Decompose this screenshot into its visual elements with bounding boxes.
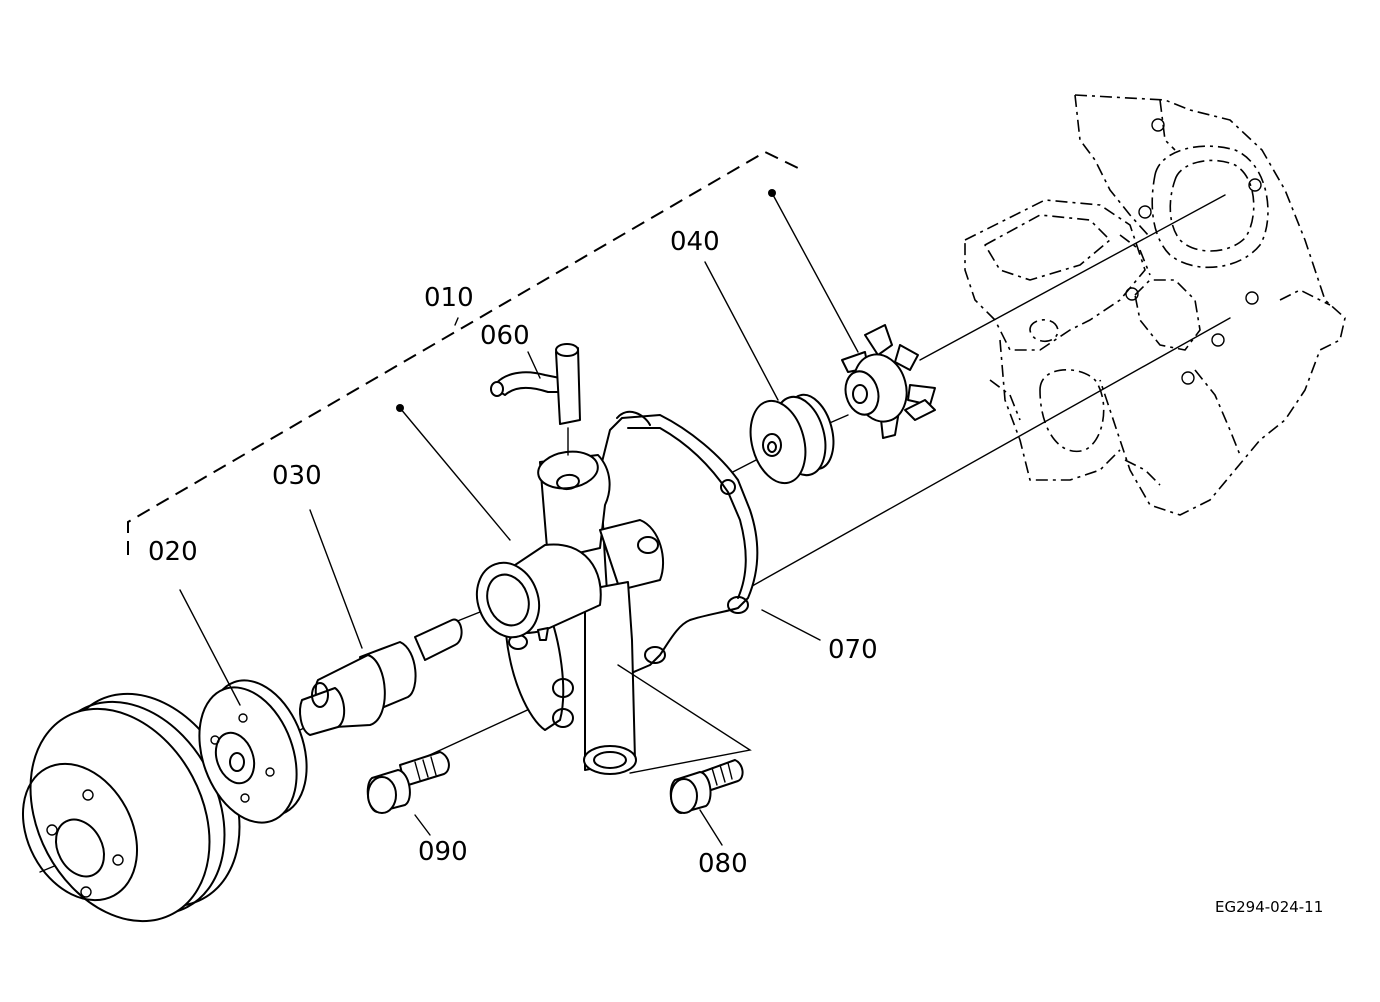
flange: [198, 679, 308, 824]
callout-030: 030: [272, 461, 322, 491]
bolt-080: [669, 759, 744, 814]
water-pump-body: [475, 410, 759, 775]
callout-080: 080: [698, 849, 748, 879]
callout-090: 090: [418, 837, 468, 867]
engine-block-outline: [964, 94, 1346, 516]
bypass-pipe: [490, 343, 581, 456]
impeller: [841, 324, 936, 439]
pulley: [21, 692, 241, 923]
shaft-bearing: [299, 618, 463, 736]
callout-070: 070: [828, 635, 878, 665]
drawing-code: EG294-024-11: [1215, 898, 1323, 916]
callout-040: 040: [670, 227, 720, 257]
mechanical-seal: [749, 393, 835, 485]
assembly-bracket-010: [127, 150, 799, 555]
callout-060: 060: [480, 321, 530, 351]
bolt-090: [366, 751, 450, 814]
callout-020: 020: [148, 537, 198, 567]
callout-labels: 010 020 030 040 060 070 080 090: [148, 227, 878, 879]
leader-lines: [179, 189, 859, 846]
callout-010: 010: [424, 283, 474, 313]
